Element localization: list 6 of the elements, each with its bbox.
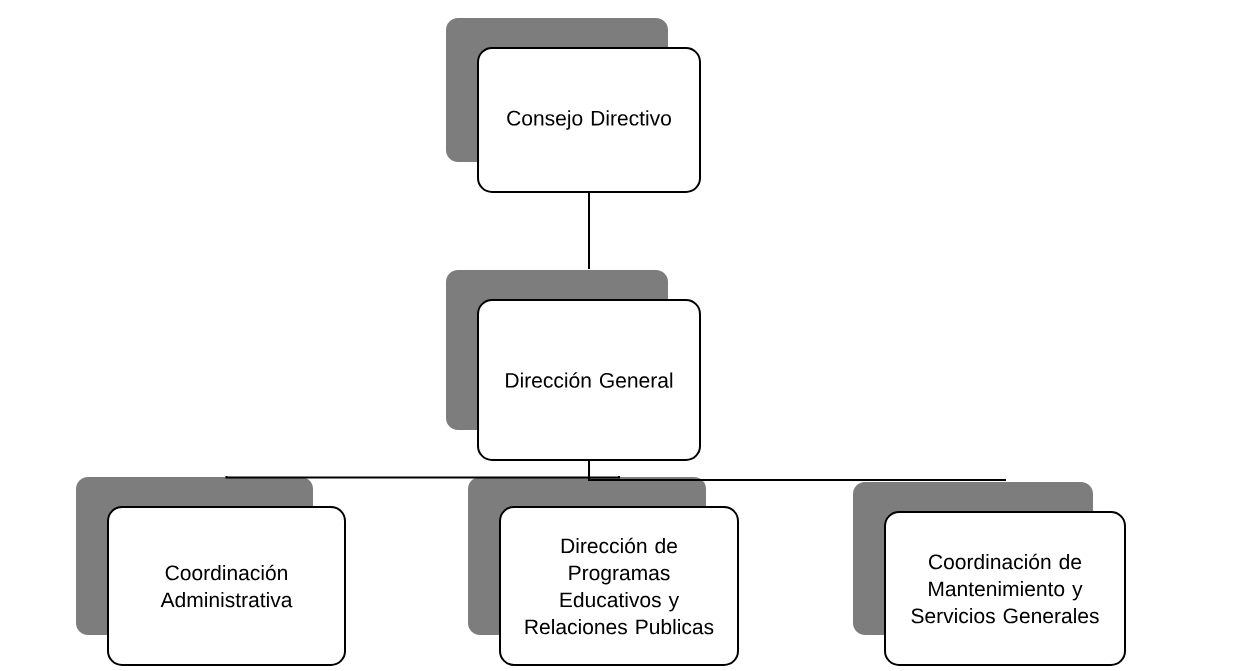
org-box: Consejo Directivo: [446, 18, 701, 193]
connector-line: [588, 192, 590, 270]
org-box: Dirección General: [446, 270, 701, 461]
org-box: Coordinación Administrativa: [76, 477, 346, 666]
org-box: Dirección de Programas Educativos y Relaciones Publicas: [468, 477, 739, 666]
org-box: Coordinación de Mantenimiento y Servicios Generales: [853, 482, 1126, 666]
